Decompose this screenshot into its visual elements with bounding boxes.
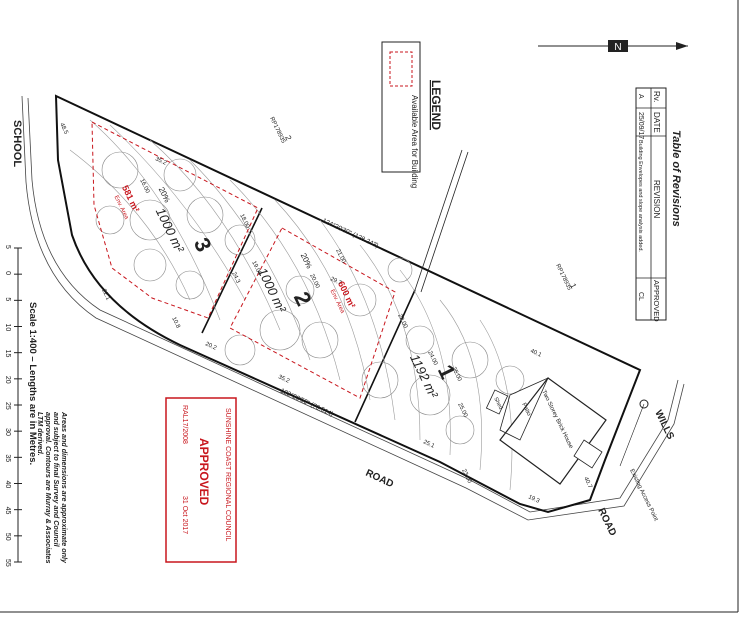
road-reserve-lines bbox=[21, 95, 685, 521]
south-boundary-bearing: 122°20'50" (70.514) bbox=[279, 387, 334, 419]
svg-text:24.3: 24.3 bbox=[230, 271, 241, 285]
svg-text:Shed: Shed bbox=[492, 396, 503, 410]
svg-text:40.1: 40.1 bbox=[529, 348, 543, 359]
lot-2-1-boundary bbox=[354, 289, 416, 423]
revisions-header-date: DATE bbox=[652, 112, 661, 133]
scale-tick-label: 20 bbox=[4, 376, 11, 384]
revisions-title: Table of Revisions bbox=[670, 130, 682, 227]
scale-tick-label: 40 bbox=[4, 481, 11, 489]
revisions-row-date: 25/09/17 bbox=[637, 112, 644, 139]
scale-tick-label: 15 bbox=[4, 350, 11, 358]
tree-canopies bbox=[95, 151, 525, 445]
road-name-road-2: ROAD bbox=[595, 506, 618, 537]
lot-3-number: 3 bbox=[189, 234, 217, 256]
approval-status: APPROVED bbox=[197, 438, 211, 506]
lot-2-number: 2 bbox=[289, 288, 317, 310]
svg-text:29.7: 29.7 bbox=[329, 276, 343, 287]
north-arrow-icon: N bbox=[538, 40, 688, 53]
easement-line bbox=[414, 149, 463, 291]
shed: Shed bbox=[485, 389, 509, 415]
legend-box: Available Area for Building LEGEND bbox=[381, 41, 443, 188]
svg-text:Patio: Patio bbox=[520, 402, 532, 418]
revisions-table: Table of Revisions Rv. DATE REVISION APP… bbox=[635, 87, 682, 322]
svg-text:35.2: 35.2 bbox=[277, 374, 291, 385]
notes-line-3: approval. Contours are Murray & Associat… bbox=[44, 412, 53, 564]
notes-line-4: LTM derived. bbox=[36, 412, 45, 456]
access-point: Existing Access Point bbox=[619, 399, 659, 522]
scale-tick-label: 30 bbox=[4, 428, 11, 436]
svg-text:10.8: 10.8 bbox=[170, 316, 181, 330]
svg-text:16.00: 16.00 bbox=[138, 178, 150, 195]
svg-text:48.5: 48.5 bbox=[58, 122, 69, 136]
svg-text:40.7: 40.7 bbox=[582, 476, 593, 490]
boundary-dimensions: 35.2 24.3 29.7 35.2 40.1 25.1 19.3 40.7 … bbox=[58, 122, 593, 505]
svg-text:N: N bbox=[614, 42, 621, 53]
access-point-label: Existing Access Point bbox=[628, 468, 659, 522]
notes-block: Areas and dimensions are approximate onl… bbox=[36, 411, 69, 564]
notes-line-1: Areas and dimensions are approximate onl… bbox=[60, 411, 69, 564]
scale-tick-label: 35 bbox=[4, 454, 11, 462]
lot-3-building-envelope bbox=[91, 121, 259, 319]
svg-text:20.2: 20.2 bbox=[204, 341, 218, 352]
north-boundary-bearing: 124°20'30" (128.243) bbox=[321, 217, 380, 250]
legend-envelope-swatch bbox=[389, 51, 413, 87]
svg-text:35.2: 35.2 bbox=[154, 156, 168, 167]
scale-tick-label: 55 bbox=[4, 559, 11, 567]
legend-title: LEGEND bbox=[429, 80, 443, 130]
svg-text:22.1: 22.1 bbox=[100, 288, 111, 302]
road-name-road: ROAD bbox=[364, 468, 395, 490]
svg-text:21.00: 21.00 bbox=[334, 248, 346, 265]
scale-tick-label: 0 bbox=[4, 271, 11, 275]
svg-text:25.1: 25.1 bbox=[422, 439, 436, 450]
adjacent-lot-1-plan: RP178935 bbox=[554, 263, 572, 292]
contour-lines bbox=[69, 119, 513, 491]
approval-stamp: SUNSHINE COAST REGIONAL COUNCIL APPROVED… bbox=[165, 397, 237, 563]
lot-2-building-envelope bbox=[229, 227, 396, 399]
adjacent-lot-2-label: 2 bbox=[283, 134, 293, 142]
svg-text:18.00: 18.00 bbox=[238, 213, 250, 230]
revisions-row-approved: CL bbox=[637, 292, 644, 301]
scale-tick-label: 50 bbox=[4, 533, 11, 541]
svg-text:24.00: 24.00 bbox=[426, 350, 438, 367]
adjacent-lot-2-plan: RP178935 bbox=[268, 116, 286, 145]
property-boundary bbox=[54, 94, 642, 514]
patio: Patio bbox=[499, 377, 549, 441]
svg-text:25.00: 25.00 bbox=[456, 402, 468, 419]
scale-tick-label: 25 bbox=[4, 402, 11, 410]
approval-date: 31 Oct 2017 bbox=[181, 496, 188, 534]
scale-tick-label: 45 bbox=[4, 507, 11, 515]
scale-tick-label: 5 bbox=[4, 245, 11, 249]
notes-line-2: and subject to final Survey and Council bbox=[52, 412, 61, 548]
approval-council: SUNSHINE COAST REGIONAL COUNCIL bbox=[224, 408, 231, 542]
lot-3-2-boundary bbox=[201, 207, 263, 334]
scale-tick-label: 5 bbox=[4, 297, 11, 301]
adjacent-lot-1-label: 1 bbox=[568, 282, 578, 290]
approval-reference: RAL17/2008 bbox=[181, 405, 188, 444]
scale-caption: Scale 1:400 – Lengths are in Metres. bbox=[27, 302, 38, 465]
easement-line-2 bbox=[420, 151, 469, 293]
svg-text:19.3: 19.3 bbox=[527, 494, 541, 505]
lot-2-slope: 20% bbox=[299, 252, 314, 270]
revisions-row-revision: Building Envelopes and slope analysis ad… bbox=[637, 140, 643, 252]
revisions-header-revision: REVISION bbox=[652, 180, 661, 218]
existing-house: Two Storey Brick House bbox=[499, 377, 607, 485]
svg-text:19.00: 19.00 bbox=[250, 260, 262, 277]
legend-item-label: Available Area for Building bbox=[410, 95, 419, 188]
revisions-header-rv: Rv. bbox=[652, 91, 661, 102]
revisions-header-approved: APPROVED bbox=[652, 280, 661, 322]
revisions-row-rv: A bbox=[637, 94, 644, 99]
road-name-wills: WILLS bbox=[652, 408, 676, 441]
lot-3-area: 1000 m² bbox=[153, 205, 188, 255]
scale-tick-label: 10 bbox=[4, 324, 11, 332]
road-name-school: SCHOOL bbox=[11, 120, 23, 167]
